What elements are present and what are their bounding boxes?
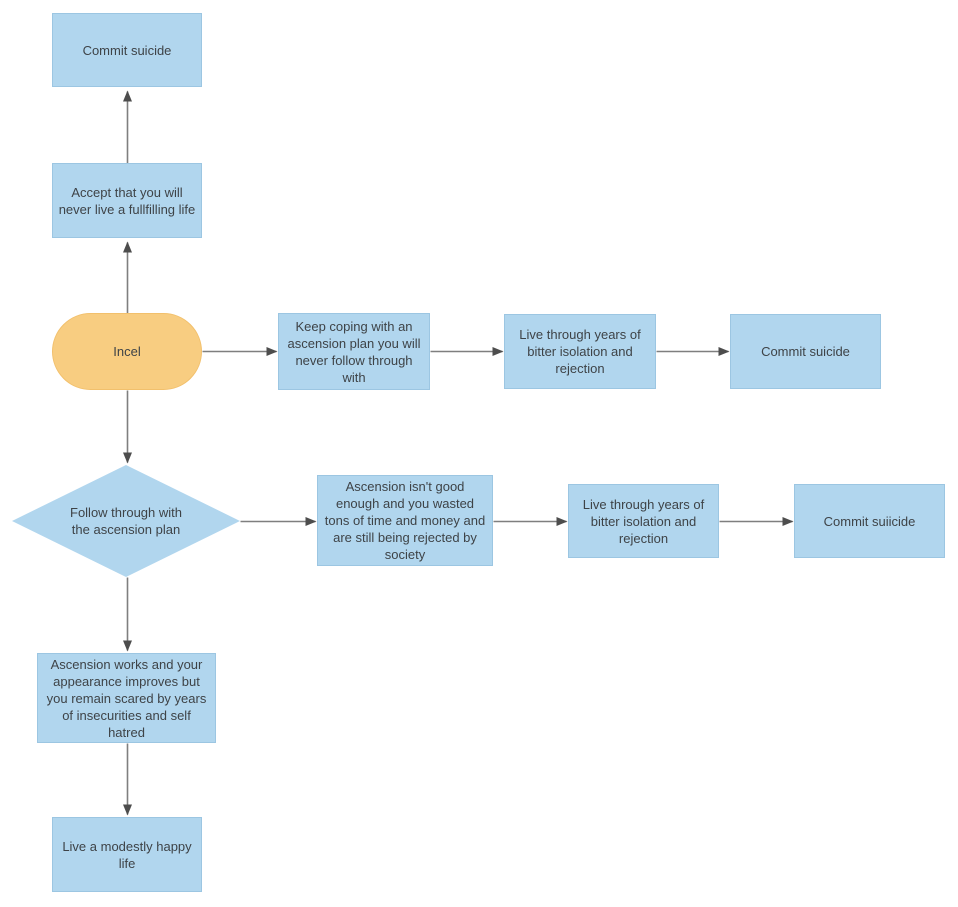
node-commit-suicide-mid: Commit suicide [730,314,881,389]
node-label: Incel [113,344,141,359]
node-keep-coping: Keep coping with an ascension plan you w… [278,313,430,390]
node-label: Commit suicide [82,42,172,58]
edges-group [123,90,794,816]
node-label: Accept that you will never live a fullfi… [58,184,196,217]
node-label: Commit suiicide [823,513,916,529]
node-label: Keep coping with an ascension plan you w… [287,318,421,385]
node-label: Follow through with the ascension plan [70,505,182,537]
node-accept-unfulfilling-life: Accept that you will never live a fullfi… [52,163,202,238]
node-label: Live through years of bitter isolation a… [519,327,641,376]
node-label: Commit suicide [761,344,850,359]
node-ascension-not-enough: Ascension isn't good enough and you wast… [317,475,493,566]
node-incel: Incel [52,313,202,390]
node-label: Ascension works and your appearance impr… [46,656,207,740]
node-commit-suiicide: Commit suiicide [794,484,945,558]
node-label: Ascension isn't good enough and you wast… [324,479,486,562]
node-follow-through-decision: Follow through with the ascension plan [12,465,240,577]
node-commit-suicide-top: Commit suicide [52,13,202,87]
node-bitter-isolation-2: Live through years of bitter isolation a… [568,484,719,558]
node-modestly-happy-life: Live a modestly happy life [52,817,202,892]
node-bitter-isolation-1: Live through years of bitter isolation a… [504,314,656,389]
node-label: Live a modestly happy life [62,838,192,871]
node-label: Live through years of bitter isolation a… [582,496,705,546]
node-ascension-works: Ascension works and your appearance impr… [37,653,216,743]
